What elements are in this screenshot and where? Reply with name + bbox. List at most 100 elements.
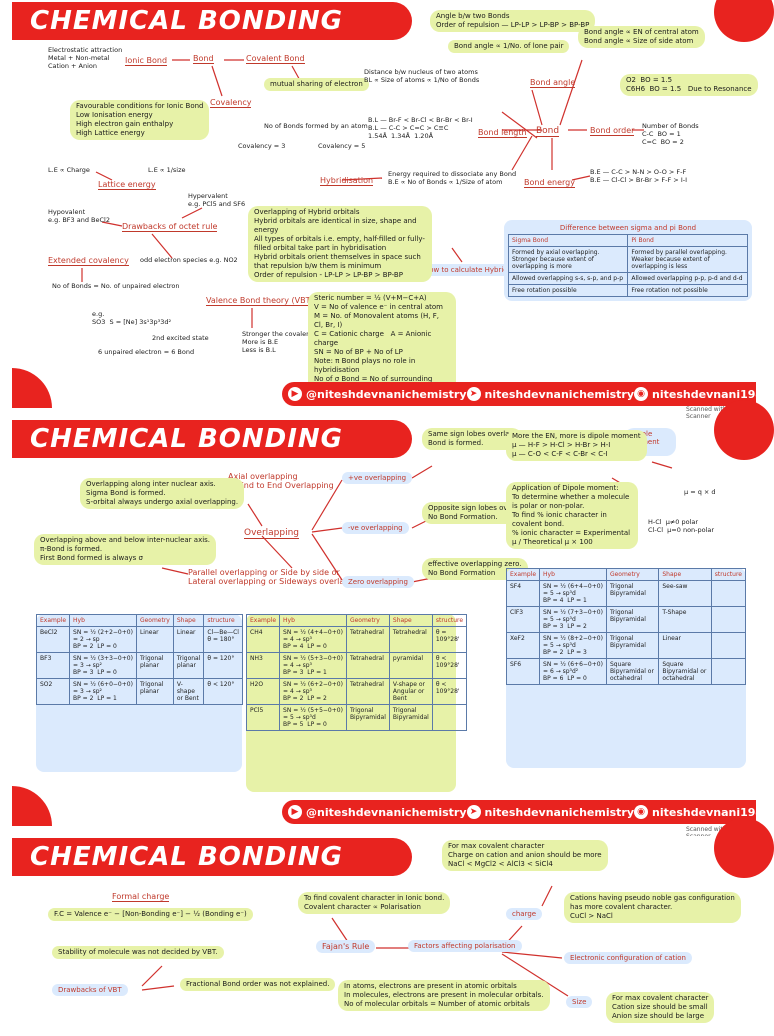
table-row: SO2 SN = ½ (6+0−0+0) = 3 → sp² BP = 2 LP… [35, 678, 243, 705]
telegram-handle: niteshdevnanichemistry [484, 805, 635, 819]
note-hcl: H-Cl μ≠0 polar Cl-Cl μ=0 non-polar [648, 518, 715, 534]
table-cell: T-Shape [658, 606, 712, 633]
node-drawbacks-vbt: Drawbacks of VBT [52, 984, 128, 996]
note-fajan: To find covalent character in Ionic bond… [298, 892, 451, 914]
note-hypervalent: Hypervalent e.g. PCl5 and SF6 [188, 192, 246, 208]
note-covalency-5: Covalency = 5 [318, 142, 366, 150]
table-cell: Linear [135, 626, 174, 653]
table-row: XeF2 SN = ½ (8+2−0+0) = 5 → sp³d BP = 2 … [505, 632, 747, 659]
table-cell: SN = ½ (6+6−0+0) = 6 → sp³d² BP = 6 LP =… [539, 658, 607, 685]
node-bond-energy: Bond energy [524, 178, 575, 188]
column-header: structure [431, 614, 468, 627]
note-stability: Stability of molecule was not decided by… [52, 946, 224, 959]
instagram-link[interactable]: ◉niteshdevnani194 [634, 805, 763, 819]
table-cell: θ < 120° [203, 678, 243, 705]
column-header: structure [710, 568, 747, 581]
note-number-of-bonds: Number of Bonds C-C BO = 1 C=C BO = 2 [642, 122, 699, 146]
geometry-table-b: Example Hyb Geometry Shape structure CH4… [245, 614, 468, 792]
table-cell [710, 658, 747, 685]
youtube-link[interactable]: ▶@niteshdevnanichemistry [288, 387, 467, 401]
table-cell: Linear [658, 632, 712, 659]
table-cell: Trigonal planar [172, 652, 205, 679]
note-hybrid-rules: Overlapping of Hybrid orbitals Hybrid or… [248, 206, 432, 282]
table-row: BF3 SN = ½ (3+3−0+0) = 3 → sp² BP = 3 LP… [35, 652, 243, 679]
table-cell: Linear [172, 626, 205, 653]
node-parallel: Parallel overlapping or Side by side or … [188, 568, 367, 586]
footer: ▶@niteshdevnanichemistry ➤niteshdevnanic… [12, 786, 763, 826]
node-drawbacks-octet: Drawbacks of octet rule [122, 222, 218, 232]
sigma-pi-heading: Difference between sigma and pi Bond [559, 224, 697, 232]
table-cell: pyramidal [388, 652, 433, 679]
table-cell: BF3 [35, 652, 71, 679]
youtube-icon: ▶ [288, 805, 302, 819]
title-banner: CHEMICAL BONDING [12, 838, 412, 876]
table-cell: CH4 [245, 626, 281, 653]
instagram-icon: ◉ [634, 805, 649, 819]
note-example-so3: e.g. SO3 S = [Ne] 3s¹3p³3d² [92, 310, 172, 326]
table-cell: SO2 [35, 678, 71, 705]
telegram-icon: ➤ [466, 387, 481, 401]
table-cell: BeCl2 [35, 626, 71, 653]
geometry-table-c: Example Hyb Geometry Shape structure SF4… [505, 568, 747, 768]
table-cell: Tetrahedral [345, 626, 390, 653]
corner-decoration [714, 400, 774, 460]
telegram-link[interactable]: ➤niteshdevnanichemistry [466, 805, 635, 819]
node-bond-center: Bond [536, 126, 560, 137]
note-extended: No of Bonds = No. of unpaired electron [52, 282, 180, 290]
table-cell: Allowed overlapping s-s, s-p, and p-p [507, 272, 629, 285]
note-bond-energy: Energy required to dissociate any Bond B… [388, 170, 517, 186]
table-cell: θ = 109°28' [431, 626, 468, 653]
telegram-link[interactable]: ➤niteshdevnanichemistry [466, 387, 634, 401]
node-negative-overlapping: -ve overlapping [342, 522, 409, 534]
mindmap-connectors [81, 59, 644, 328]
node-bond-length: Bond length [478, 128, 527, 138]
table-cell: ClF3 [505, 606, 541, 633]
table-cell: SF6 [505, 658, 541, 685]
column-header: Example [245, 614, 281, 627]
column-header: Geometry [345, 614, 390, 627]
node-lattice-energy: Lattice energy [98, 180, 156, 190]
node-size: Size [566, 996, 593, 1008]
note-sharing: mutual sharing of electron [264, 78, 369, 91]
note-fractional: Fractional Bond order was not explained. [180, 978, 336, 991]
table-cell [710, 632, 747, 659]
telegram-icon: ➤ [466, 805, 481, 819]
note-axial: Overlapping along inter nuclear axis. Si… [80, 478, 245, 509]
table-cell: θ = 120° [203, 652, 243, 679]
youtube-link[interactable]: ▶@niteshdevnanichemistry [288, 805, 467, 819]
table-cell [710, 580, 747, 607]
node-factors-polarisation: Factors affecting polarisation [408, 940, 522, 952]
note-molecular-orbitals: In atoms, electrons are present in atomi… [338, 980, 550, 1011]
note-angle-lp: Bond angle ∝ 1/No. of lone pair [448, 40, 570, 53]
table-cell: SN = ½ (5+5−0+0) = 5 → sp³d BP = 5 LP = … [279, 704, 347, 731]
note-be-order: B.E — C-C > N-N > O-O > F-F B.E — Cl-Cl … [590, 168, 687, 184]
table-cell: Tetrahedral [388, 626, 433, 653]
node-hybridisation: Hybridisation [320, 176, 374, 186]
table-cell: H2O [245, 678, 281, 705]
table-cell: Tetrahedral [345, 652, 390, 679]
node-covalent-bond: Covalent Bond [246, 54, 305, 64]
table-cell: V-shape or Angular or Bent [388, 678, 433, 705]
table-cell: Free rotation not possible [627, 284, 748, 297]
column-header: Example [505, 568, 541, 581]
note-favourable: Favourable conditions for Ionic Bond Low… [70, 100, 210, 140]
node-zero-overlapping: Zero overlapping [342, 576, 414, 588]
instagram-link[interactable]: ◉niteshdevnani194 [634, 387, 763, 401]
instagram-handle: niteshdevnani194 [652, 387, 764, 401]
note-le-size: L.E ∝ 1/size [148, 166, 186, 174]
column-header: Hyb [539, 568, 607, 581]
node-fajans-rule: Fajan's Rule [316, 940, 376, 953]
column-header: Hyb [69, 614, 137, 627]
node-overlapping: Overlapping [244, 528, 300, 539]
note-angle-en: Bond angle ∝ EN of central atom Bond ang… [578, 26, 705, 48]
youtube-handle: @niteshdevnanichemistry [306, 387, 467, 401]
table-cell: Square Bipyramidal or octahedral [605, 658, 660, 685]
table-cell: XeF2 [505, 632, 541, 659]
page-title: CHEMICAL BONDING [30, 842, 344, 872]
table-cell: Cl—Be—Cl θ = 180° [203, 626, 243, 653]
table-cell: Trigonal Bipyramidal [345, 704, 390, 731]
table-row: BeCl2 SN = ½ (2+2−0+0) = 2 → sp BP = 2 L… [35, 626, 243, 653]
table-cell: Formed by parallel overlapping. Weaker b… [627, 246, 748, 273]
column-header: Hyb [279, 614, 347, 627]
table-cell: Trigonal Bipyramidal [605, 580, 660, 607]
